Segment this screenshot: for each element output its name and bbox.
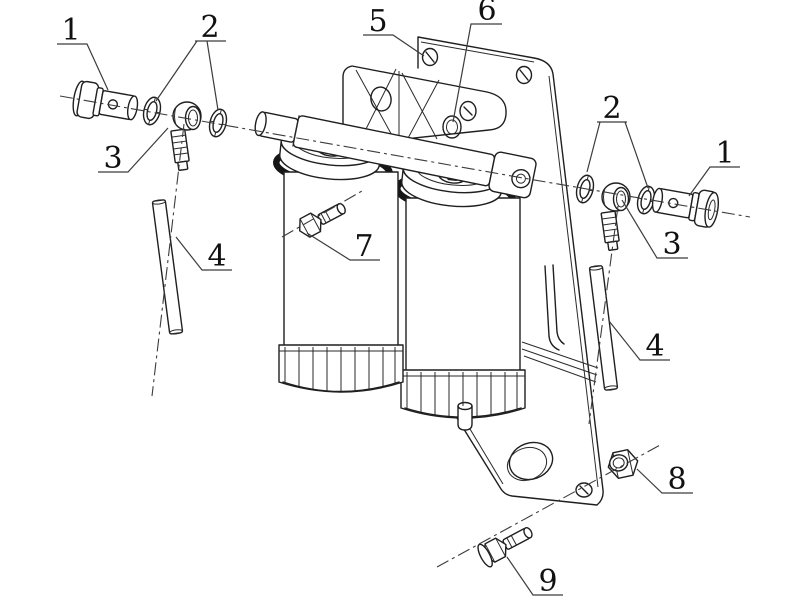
left-filter-cup	[278, 344, 404, 393]
leader-line	[57, 43, 109, 91]
mounting-plate-outline	[417, 36, 604, 506]
callout-number: 2	[200, 10, 219, 45]
plate-screw-hole-top-left	[421, 47, 439, 67]
right-filter-drain-plug	[457, 401, 473, 431]
leader-line	[506, 556, 563, 596]
connecting-tube-left	[151, 199, 184, 335]
nut-item8	[607, 449, 639, 479]
callout-number: 7	[354, 229, 373, 264]
banjo-fitting-left-item3	[170, 101, 202, 171]
banjo-bolt-left-item1	[72, 80, 139, 121]
bracket-outline	[342, 65, 507, 145]
callout-6: 6	[452, 0, 502, 123]
leader-line	[636, 468, 693, 494]
callout-8: 8	[636, 462, 693, 497]
left-filter-can	[283, 171, 399, 351]
left-filter	[273, 125, 404, 393]
callout-2-left: 2	[155, 10, 226, 111]
right-fitting-hose-barb	[600, 210, 620, 251]
bracket-threaded-hole-item6	[442, 115, 462, 139]
bracket-screw-hole-right	[459, 100, 477, 122]
callout-number: 6	[477, 0, 496, 28]
callouts: 1 2 3 4 5 6 7 2	[57, 0, 740, 599]
leader-line	[175, 236, 232, 271]
leader-line	[306, 232, 380, 261]
callout-number: 3	[662, 227, 681, 262]
plate-screw-hole-top-right	[515, 65, 533, 85]
callout-1-left: 1	[57, 13, 109, 91]
main-axis-centerline	[59, 95, 751, 218]
bracket-rib	[355, 69, 395, 140]
callout-2-right: 2	[586, 91, 649, 189]
callout-4-right: 4	[608, 320, 670, 364]
sealing-washer-right-outer-item2	[636, 185, 656, 215]
callout-3-left: 3	[98, 127, 169, 176]
callout-9: 9	[506, 556, 563, 599]
bracket-rib	[405, 79, 440, 143]
bolt7-centerline	[281, 190, 363, 238]
callout-number: 1	[61, 13, 80, 48]
right-filter-can	[405, 197, 521, 373]
callout-number: 8	[667, 462, 686, 497]
bolt9-nut8-centerline	[436, 443, 663, 568]
callout-number: 5	[368, 4, 387, 39]
rail-outlet-port-hole	[511, 168, 531, 189]
callout-4-left: 4	[175, 236, 232, 274]
leader-line	[363, 34, 425, 57]
leader-line	[586, 121, 649, 189]
filter-head-bracket	[342, 65, 507, 145]
banjo-bolt-right-item1	[651, 187, 720, 228]
leader-line	[608, 320, 670, 361]
bracket-rib	[401, 72, 438, 140]
connecting-tube-right	[588, 265, 619, 391]
bolt-item9	[477, 526, 533, 568]
bracket-hole-left	[370, 86, 392, 112]
plate-right-thickness-line	[548, 75, 599, 488]
callout-number: 1	[715, 136, 734, 171]
plate-bottom-screw-hole	[575, 482, 593, 498]
plate-large-hole	[506, 441, 554, 482]
left-tube-centerline	[151, 123, 185, 397]
leader-line	[98, 127, 169, 173]
banjo-fitting-right-item3	[600, 182, 631, 251]
right-tube-centerline	[588, 205, 619, 425]
callout-number: 4	[645, 329, 664, 364]
leader-line	[621, 199, 688, 259]
callout-number: 3	[103, 141, 122, 176]
left-fitting-hose-barb	[170, 128, 190, 171]
right-filter-cup	[400, 369, 526, 419]
callout-number: 9	[538, 564, 557, 599]
leader-line	[688, 166, 740, 197]
callout-number: 2	[602, 91, 621, 126]
plate-top-thickness-line	[420, 41, 535, 63]
outlet-elbow-pipe	[521, 264, 599, 383]
callout-3-right: 3	[621, 199, 688, 262]
fuel-rail	[254, 111, 537, 199]
callout-1-right: 1	[688, 136, 740, 197]
leader-line	[452, 23, 502, 123]
leader-line	[155, 40, 226, 111]
callout-7: 7	[306, 229, 380, 264]
callout-5: 5	[363, 4, 425, 57]
sealing-washer-left-inner-item2	[208, 108, 228, 138]
centerlines	[59, 95, 751, 568]
support-strap-lines	[521, 341, 599, 383]
bolt-item7	[298, 202, 346, 238]
callout-number: 4	[207, 239, 226, 274]
sealing-washer-left-outer-item2	[142, 96, 162, 126]
